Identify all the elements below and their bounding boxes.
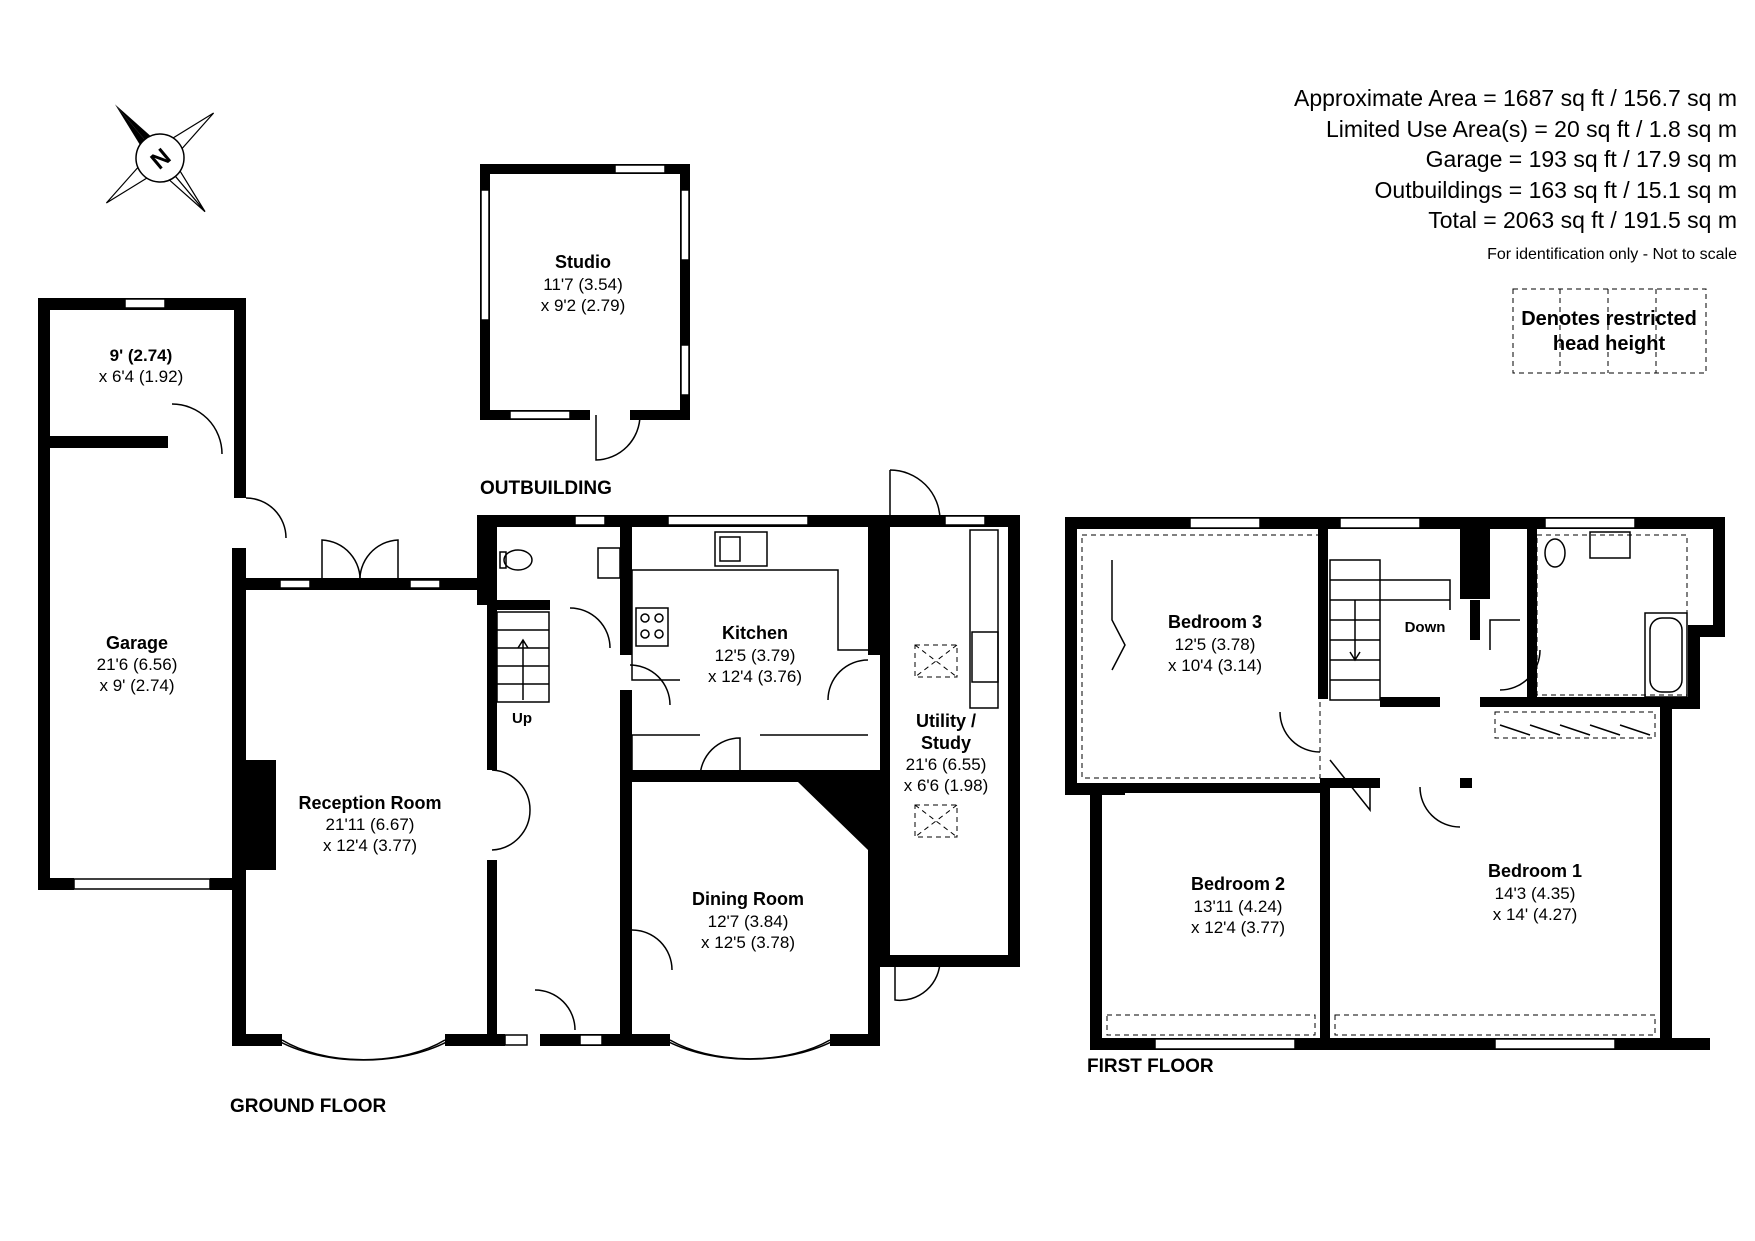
kitchen-sink-icon: [714, 531, 768, 567]
restricted-height-legend: Denotes restricted head height: [1512, 288, 1707, 374]
studio-door: [595, 414, 641, 461]
bedroom3-name: Bedroom 3: [1168, 612, 1262, 632]
reception-dim-2: x 12'4 (3.77): [323, 836, 417, 855]
kitchen-dim-2: x 12'4 (3.76): [708, 667, 802, 686]
studio-window-bottom: [509, 410, 571, 420]
studio-window-right-2: [680, 344, 690, 396]
wc-toilet-icon: [503, 549, 533, 571]
bathroom-toilet-icon: [1544, 538, 1566, 568]
stairs-up: [496, 611, 550, 703]
bedroom1-dim-2: x 14' (4.27): [1493, 905, 1578, 924]
wc-basin-icon: [597, 547, 621, 579]
studio-dim-1: 11'7 (3.54): [543, 275, 622, 294]
bathroom-basin-icon: [1589, 531, 1631, 559]
store-dim-1-label: 9' (2.74): [110, 346, 173, 365]
approximate-area-text: Approximate Area = 1687 sq ft / 156.7 sq…: [1294, 85, 1737, 111]
dining-name: Dining Room: [692, 889, 804, 909]
utility-name-1: Utility /: [916, 711, 976, 731]
bathtub-icon: [1644, 612, 1688, 698]
reception-name: Reception Room: [298, 793, 441, 813]
kitchen-dim-1: 12'5 (3.79): [715, 646, 796, 665]
bedroom3-dim-1: 12'5 (3.78): [1175, 635, 1256, 654]
utility-dim-2: x 6'6 (1.98): [904, 776, 989, 795]
utility-name-2: Study: [921, 733, 971, 753]
first-floor-label: FIRST FLOOR: [1087, 1056, 1214, 1077]
legend-line-1: Denotes restricted: [1521, 308, 1697, 330]
garage-area-text: Garage = 193 sq ft / 17.9 sq m: [1426, 146, 1737, 172]
limited-use-area-text: Limited Use Area(s) = 20 sq ft / 1.8 sq …: [1326, 116, 1737, 142]
legend-line-2: head height: [1553, 333, 1666, 355]
outbuildings-area-text: Outbuildings = 163 sq ft / 15.1 sq m: [1375, 177, 1737, 203]
total-area-text: Total = 2063 sq ft / 191.5 sq m: [1428, 207, 1737, 233]
utility-rooflight-1: [914, 644, 958, 678]
kitchen-name: Kitchen: [722, 623, 788, 643]
stairs-up-label: Up: [512, 710, 532, 727]
bedroom3-dim-2: x 10'4 (3.14): [1168, 656, 1262, 675]
garage-name: Garage: [106, 633, 168, 653]
utility-dim-1: 21'6 (6.55): [906, 755, 987, 774]
bedroom2-dim-1: 13'11 (4.24): [1194, 897, 1283, 916]
first-floor-plan: [1065, 517, 1725, 1050]
compass-icon: [105, 104, 215, 213]
ground-floor-plan: [38, 298, 1020, 1061]
studio-name: Studio: [555, 252, 611, 272]
wardrobe: [1494, 711, 1656, 739]
bedroom2-dim-2: x 12'4 (3.77): [1191, 918, 1285, 937]
stairs-down: [1329, 559, 1381, 701]
studio-window-left: [480, 189, 490, 321]
dining-dim-2: x 12'5 (3.78): [701, 933, 795, 952]
disclaimer-text: For identification only - Not to scale: [1487, 246, 1737, 263]
studio-dim-2: x 9'2 (2.79): [541, 296, 626, 315]
studio-window-top: [614, 164, 666, 174]
bedroom1-name: Bedroom 1: [1488, 861, 1582, 881]
legend-box: [1512, 288, 1707, 374]
kitchen-hob-icon: [635, 607, 669, 647]
utility-rooflight-2: [914, 804, 958, 838]
stairs-down-label: Down: [1405, 619, 1446, 636]
studio-window-right-1: [680, 189, 690, 261]
garage-door[interactable]: [73, 878, 211, 890]
utility-sink-icon: [971, 631, 999, 683]
reception-dim-1: 21'11 (6.67): [326, 815, 415, 834]
dining-dim-1: 12'7 (3.84): [708, 912, 789, 931]
utility-rear-door: [889, 469, 941, 521]
garage-dim-2: x 9' (2.74): [99, 676, 174, 695]
area-summary: Approximate Area = 1687 sq ft / 156.7 sq…: [1294, 85, 1737, 263]
bedroom1-dim-1: 14'3 (4.35): [1495, 884, 1576, 903]
ground-floor-label: GROUND FLOOR: [230, 1096, 386, 1117]
studio-outbuilding: [480, 164, 690, 461]
bedroom2-name: Bedroom 2: [1191, 874, 1285, 894]
store-dim-2-label: x 6'4 (1.92): [99, 367, 184, 386]
outbuilding-floor-label: OUTBUILDING: [480, 478, 612, 499]
store-window: [124, 298, 166, 309]
garage-dim-1: 21'6 (6.56): [97, 655, 178, 674]
